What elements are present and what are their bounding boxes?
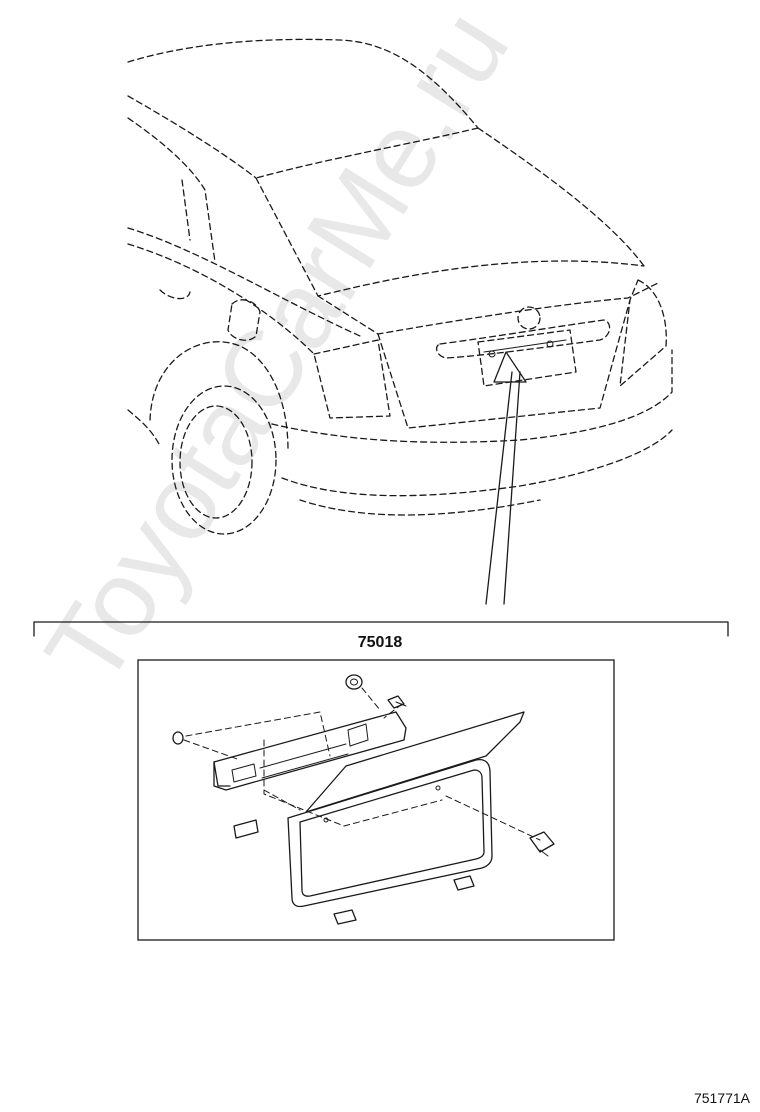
bolt-part (529, 831, 555, 857)
diagram-id-label: 751771A (693, 1090, 750, 1106)
cushion-part (233, 819, 259, 839)
plug-part (172, 731, 184, 745)
callout-arrow (485, 351, 527, 605)
screw-part (387, 695, 407, 709)
license-plate-frame (287, 711, 525, 908)
car-outline (127, 38, 673, 535)
license-bracket (213, 711, 407, 791)
assembly-bracket (33, 621, 729, 637)
nut-part (345, 674, 363, 690)
part-number-label: 75018 (357, 634, 403, 651)
cushion-part (453, 875, 475, 891)
exploded-parts (172, 674, 555, 925)
assembly-guides (183, 687, 541, 841)
cushion-part (333, 909, 357, 925)
parts-box (137, 659, 615, 941)
